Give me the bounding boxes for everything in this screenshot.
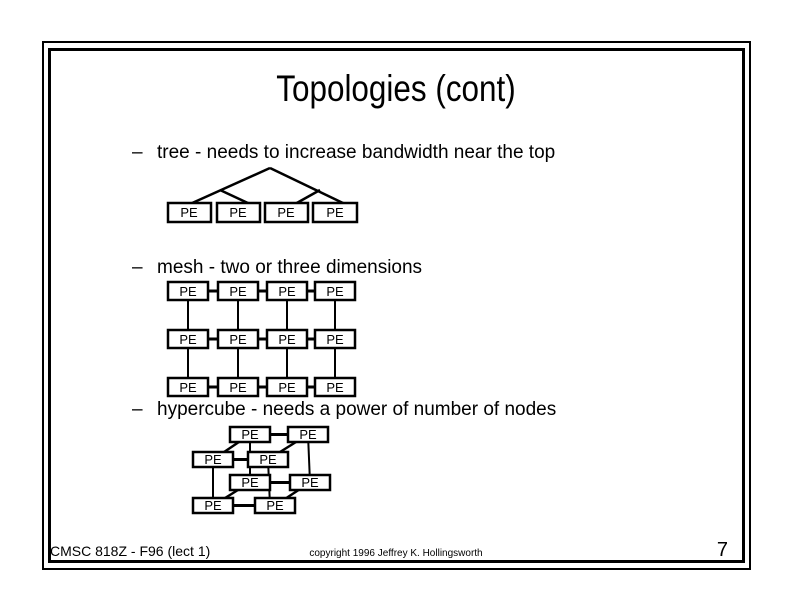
pe-node-box — [191, 496, 235, 515]
pe-node-box — [313, 328, 357, 350]
pe-node-label: PE — [326, 205, 344, 220]
pe-node-box — [265, 280, 309, 302]
pe-node-box — [228, 473, 272, 492]
bullet-tree: –tree - needs to increase bandwidth near… — [132, 142, 555, 164]
pe-node-box — [265, 376, 309, 398]
pe-node-box — [265, 328, 309, 350]
mesh-diagram: PE PE PE PE PE PE PE PE PE PE PE PE — [166, 280, 357, 398]
pe-node-box — [263, 201, 310, 224]
pe-node-label: PE — [278, 284, 296, 299]
pe-node-box — [216, 328, 260, 350]
bullet-text: tree - needs to increase bandwidth near … — [157, 142, 556, 163]
pe-node-label: PE — [277, 205, 295, 220]
page-number: 7 — [716, 539, 728, 561]
pe-node-label: PE — [179, 332, 197, 347]
pe-node-box — [166, 280, 210, 302]
pe-node-label: PE — [259, 452, 277, 467]
pe-node-label: PE — [179, 380, 197, 395]
pe-node-box — [313, 280, 357, 302]
bullet-text: mesh - two or three dimensions — [157, 257, 423, 278]
hypercube-diagram: PE PE PE PE PE PE PE PE — [191, 425, 332, 515]
pe-node-label: PE — [229, 332, 247, 347]
pe-node-label: PE — [204, 452, 222, 467]
pe-node-box — [166, 328, 210, 350]
pe-node-label: PE — [278, 380, 296, 395]
pe-node-box — [253, 496, 297, 515]
pe-node-label: PE — [241, 475, 259, 490]
tree-edge — [189, 166, 271, 206]
tree-diagram: PE PE PE PE — [166, 166, 359, 224]
tree-edge — [294, 188, 321, 206]
pe-node-box — [228, 425, 272, 444]
pe-node-label: PE — [204, 498, 222, 513]
pe-node-box — [313, 376, 357, 398]
bullet-hypercube: –hypercube - needs a power of number of … — [132, 399, 556, 421]
pe-node-label: PE — [229, 284, 247, 299]
bullet-marker: – — [132, 399, 143, 420]
footer-course-label: CMSC 818Z - F96 (lect 1) — [50, 543, 211, 559]
pe-node-label: PE — [180, 205, 198, 220]
bullet-text: hypercube - needs a power of number of n… — [157, 399, 557, 420]
slide-inner-border — [48, 48, 745, 563]
pe-node-label: PE — [229, 205, 247, 220]
pe-node-box — [216, 376, 260, 398]
pe-node-label: PE — [229, 380, 247, 395]
pe-node-label: PE — [326, 332, 344, 347]
tree-edge — [219, 188, 251, 206]
pe-node-label: PE — [266, 498, 284, 513]
pe-node-label: PE — [299, 427, 317, 442]
pe-node-label: PE — [326, 380, 344, 395]
pe-node-label: PE — [179, 284, 197, 299]
bullet-marker: – — [132, 142, 143, 163]
tree-edge — [269, 166, 346, 206]
pe-node-label: PE — [301, 475, 319, 490]
footer-copyright: copyright 1996 Jeffrey K. Hollingsworth — [309, 548, 483, 559]
pe-node-box — [286, 425, 330, 444]
slide-title: Topologies (cont) — [276, 68, 516, 109]
pe-node-box — [166, 201, 213, 224]
bullet-marker: – — [132, 257, 143, 278]
pe-node-box — [216, 280, 260, 302]
pe-node-box — [288, 473, 332, 492]
bullet-mesh: –mesh - two or three dimensions — [132, 257, 422, 279]
pe-node-label: PE — [278, 332, 296, 347]
pe-node-label: PE — [326, 284, 344, 299]
pe-node-label: PE — [241, 427, 259, 442]
pe-node-box — [166, 376, 210, 398]
pe-node-box — [246, 450, 290, 469]
pe-node-box — [215, 201, 262, 224]
pe-node-box — [191, 450, 235, 469]
slide-outer-border — [42, 41, 751, 570]
pe-node-box — [311, 201, 359, 224]
